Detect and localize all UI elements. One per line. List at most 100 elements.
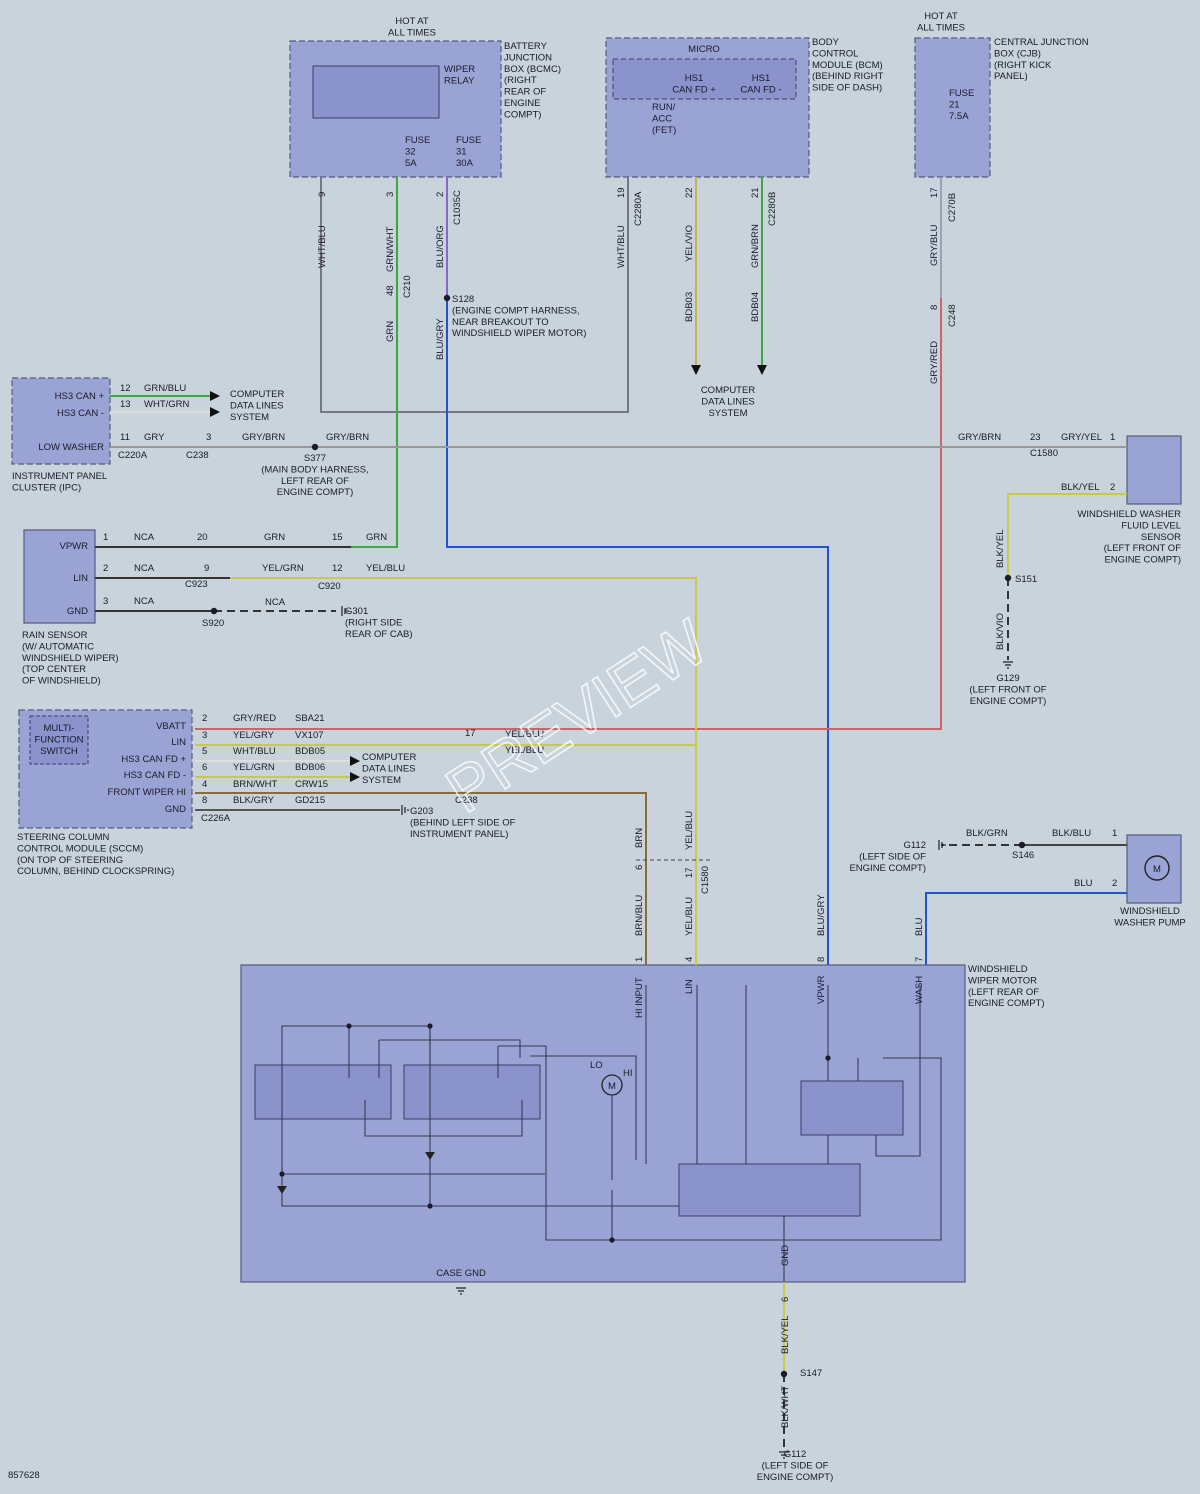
motor-pin-7: 7 [914,957,925,962]
multi-function-switch[interactable] [29,715,89,765]
sccm-pin-4: 4 [202,779,207,790]
bcm-run-acc: RUN/ACC(FET) [652,102,676,136]
c210-pin: 48 [385,285,396,296]
central-junction-box[interactable] [914,37,991,178]
bcmc-pin-2: 2 [435,192,446,197]
ws-pin-23: 23 [1030,432,1041,443]
motor-wash: WASH [914,976,925,1004]
bcm-pin-22: 22 [684,187,695,198]
sccm-circ-bdb06: BDB06 [295,762,325,773]
sccm-circ-vx107: VX107 [295,730,324,741]
s151-label: S151 [1015,574,1037,585]
motor-hi: HI [623,1068,633,1079]
ws-wire-gry-yel: GRY/YEL [1061,432,1102,443]
c920-pin-12: 12 [332,563,343,574]
ipc-pin-13: 13 [120,399,131,410]
wire-blu-gry [446,298,829,965]
ws-pin-2: 2 [1110,482,1115,493]
washer-pump-m: M [1153,864,1161,875]
ipc-conn: C220A [118,450,148,461]
sccm-pin-3: 3 [202,730,207,741]
wire-label-wht-blu-2: WHT/BLU [616,225,627,268]
c923-pin-20: 20 [197,532,208,543]
bcm-conn-a: C2280A [633,191,644,226]
instrument-panel-cluster[interactable] [11,377,111,465]
rain-out-yel-blu: YEL/BLU [366,563,405,574]
rain-pin-3: 3 [103,596,108,607]
washer-pump-motor-icon [1144,855,1170,881]
wire-label-gry-red: GRY/RED [929,341,940,384]
washer-fluid-level-sensor[interactable] [1126,435,1182,505]
wire-label-yel-vio: YEL/VIO [684,225,695,262]
ipc-low-washer: LOW WASHER [38,442,104,453]
sccm-circ-sba21: SBA21 [295,713,325,724]
wire-label-grn-wht: GRN/WHT [385,226,396,272]
wire-label-gry-blu: GRY/BLU [929,224,940,266]
sccm-wire-wht-blu: WHT/BLU [233,746,276,757]
motor-control-module [678,1163,861,1217]
sccm-wire-gry-red: GRY/RED [233,713,276,724]
sccm-can-minus: HS3 CAN FD - [124,770,186,781]
wiper-motor-m: M [608,1081,616,1092]
circuit-bdb03: BDB03 [684,292,695,322]
rain-pin-2: 2 [103,563,108,574]
c210-label: C210 [402,275,413,298]
sccm-vbatt: VBATT [156,721,186,732]
body-control-module[interactable] [605,37,810,178]
motor-pin-8: 8 [816,957,827,962]
motor-hi-input: HI INPUT [634,977,645,1018]
bcm-pin-19: 19 [616,187,627,198]
c248-label: C248 [947,304,958,327]
sccm-can-plus: HS3 CAN FD + [121,754,186,765]
ws-wire-blk-yel-v: BLK/YEL [995,529,1006,568]
rain-nca-1: NCA [134,532,155,543]
windshield-washer-pump[interactable] [1126,834,1182,904]
sccm-yel-blu-2: YEL/BLU [505,745,544,756]
sccm-c238: C238 [455,795,478,806]
motor-junction-dots [279,1023,831,1243]
motor-upper-pin-6: 6 [634,865,645,870]
bcm-conn-b: C2280B [767,192,778,226]
motor-pin-1: 1 [634,957,645,962]
ipc-wire-wht-grn: WHT/GRN [144,399,190,410]
wiper-relay[interactable] [312,65,440,119]
motor-gnd-pin-6: 6 [780,1297,791,1302]
c920-label: C920 [318,581,341,592]
wire-bcmc-9 [320,177,629,413]
ws-pin-1: 1 [1110,432,1115,443]
cjb-pin-17: 17 [929,187,940,198]
ground-symbols [341,606,1013,1459]
wires [95,177,1127,1450]
sccm-pin-6: 6 [202,762,207,773]
bcm-micro [612,58,797,100]
sccm-conn: C226A [201,813,231,824]
wire-label-grn-1: GRN [385,321,396,342]
pump-wire-blk-blu: BLK/BLU [1052,828,1091,839]
c1580-motor: C1580 [700,866,711,894]
ipc-wire-grn-blu: GRN/BLU [144,383,186,394]
diagram-id: 857628 [8,1470,40,1481]
motor-lin: LIN [684,979,695,994]
data-line-arrows [210,365,767,782]
bcmc-conn: C1035C [452,190,463,225]
rain-pin-1: 1 [103,532,108,543]
motor-vpwr: VPWR [816,975,827,1004]
motor-pin-4: 4 [684,957,695,962]
rain-sensor[interactable] [23,529,96,624]
sccm-pin-8: 8 [202,795,207,806]
